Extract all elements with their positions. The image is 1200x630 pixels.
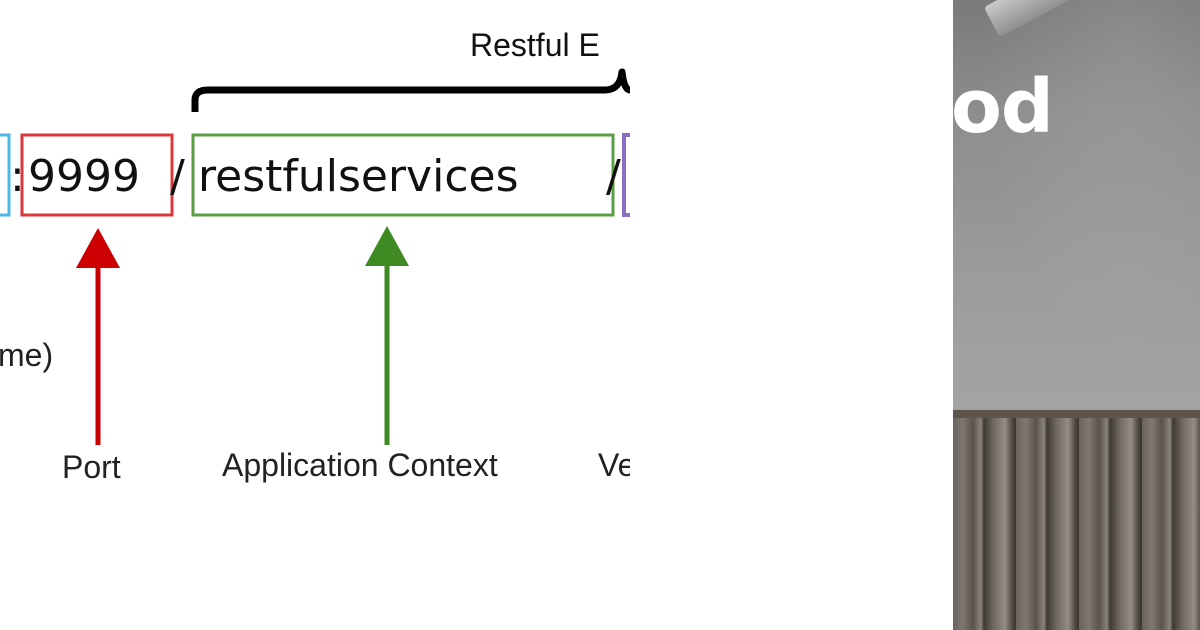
context-arrow-head	[365, 226, 409, 266]
wood-rail	[953, 410, 1200, 418]
room-photo: od	[953, 0, 1200, 630]
hostname-caption-fragment: me)	[0, 337, 53, 373]
context-box	[191, 133, 615, 217]
port-box	[20, 133, 174, 217]
restful-endpoint-bracket	[191, 68, 630, 112]
url-trailing-slash: /	[606, 151, 621, 202]
port-caption: Port	[62, 449, 121, 485]
application-context-caption: Application Context	[222, 447, 498, 483]
diagram-canvas: Restful E : 9999 / restfulservices / me)…	[0, 27, 630, 485]
url-slash: /	[170, 151, 185, 202]
hostname-box	[0, 133, 11, 217]
wall-shading	[953, 0, 1200, 415]
port-arrow-head	[76, 228, 120, 268]
version-box	[622, 133, 630, 217]
wood-panel-wall	[953, 418, 1200, 630]
port-value: 9999	[28, 151, 140, 202]
url-anatomy-diagram: Restful E : 9999 / restfulservices / me)…	[0, 27, 630, 485]
version-caption-fragment: Ve	[598, 447, 630, 483]
context-value: restfulservices	[198, 151, 519, 202]
photo-heading: od	[953, 64, 1054, 150]
bracket-label: Restful E	[470, 27, 600, 63]
blank-gap	[630, 0, 953, 630]
